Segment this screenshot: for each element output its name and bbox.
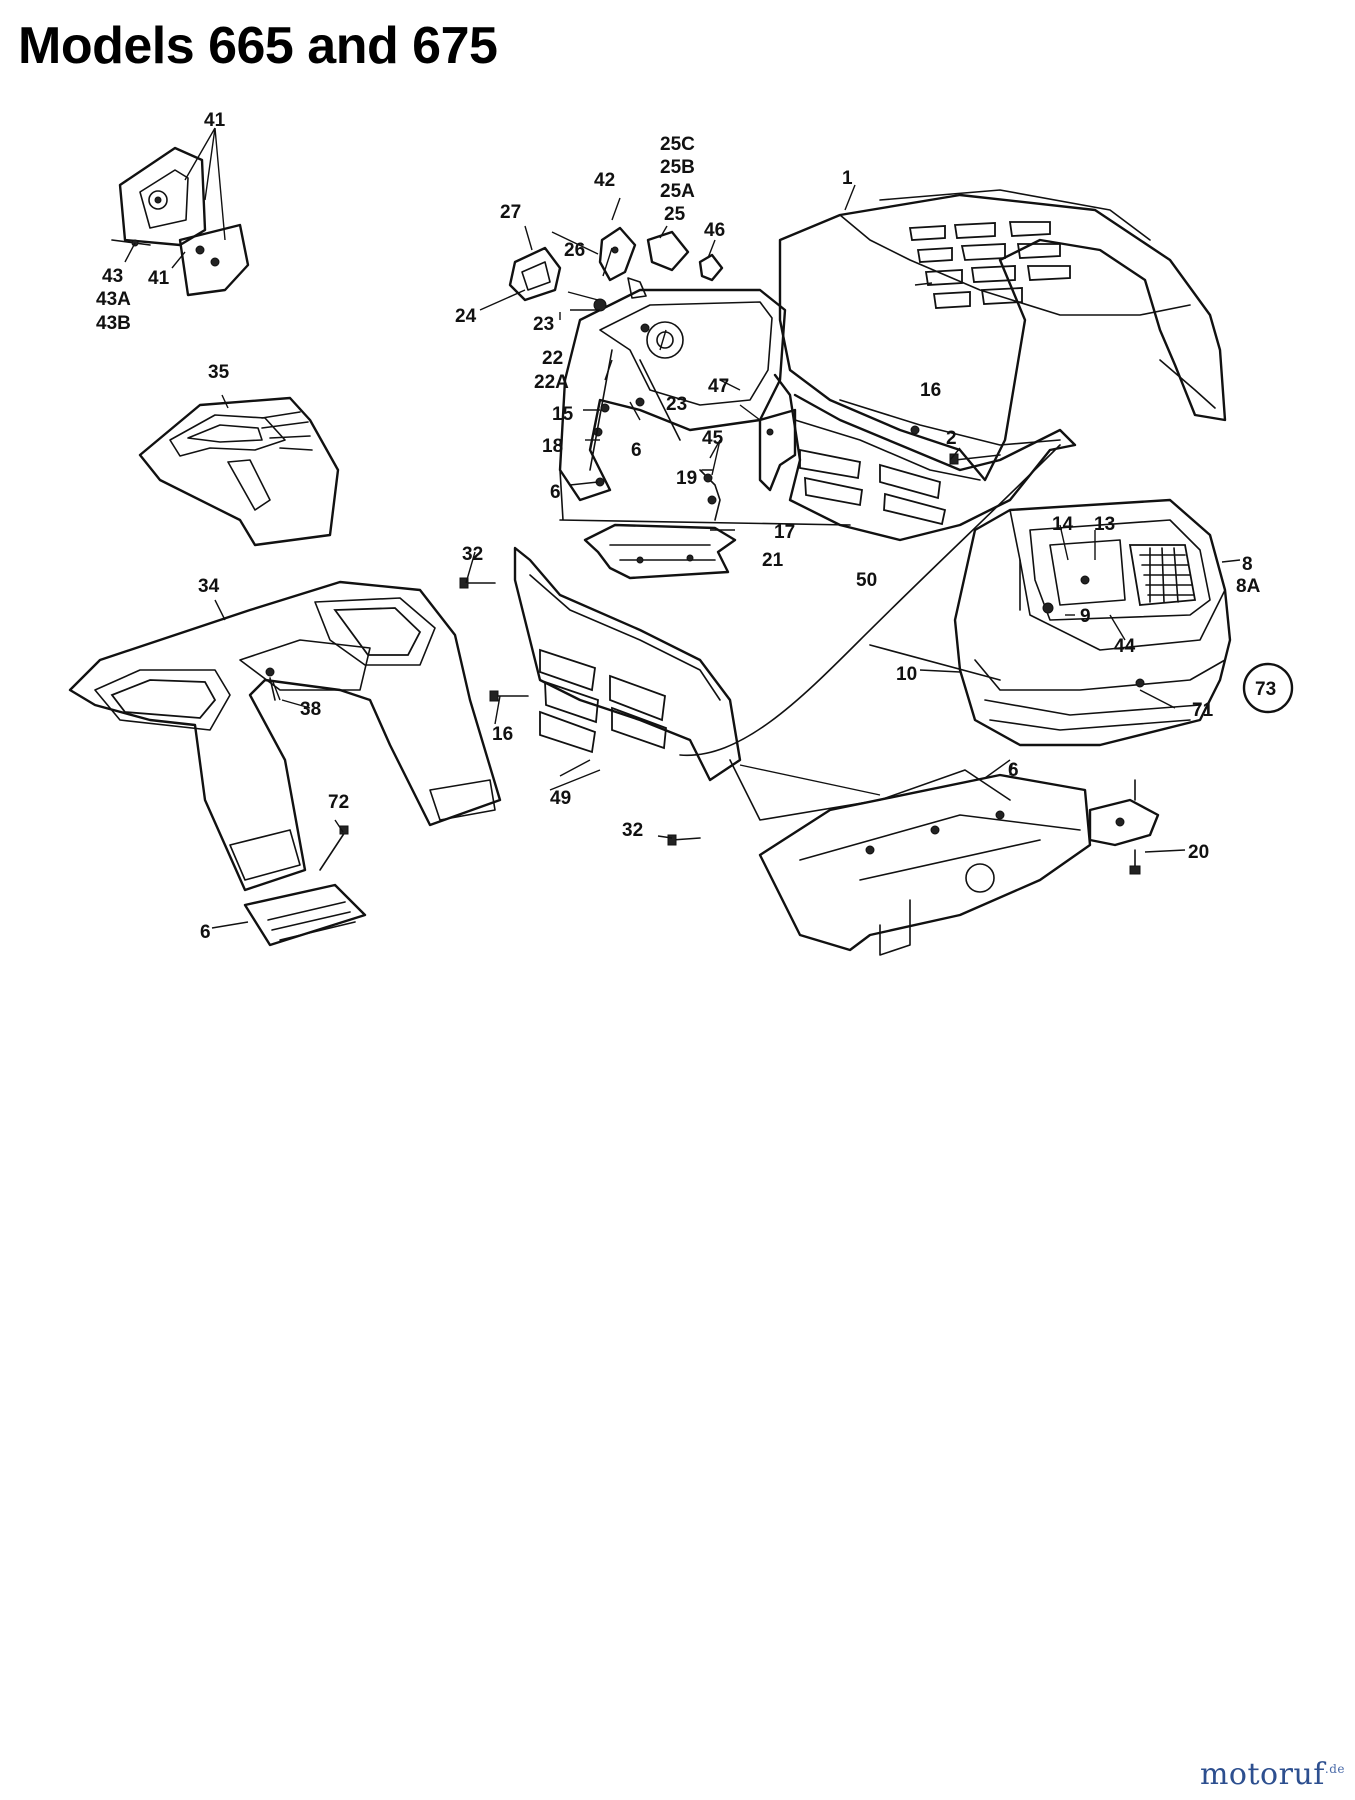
callout-20: 20 [1188, 842, 1209, 863]
callout-15: 15 [552, 404, 574, 425]
callout-6-step: 6 [200, 922, 211, 943]
diagram-title: Models 665 and 675 [18, 17, 498, 75]
part-lift-bracket [111, 146, 250, 297]
callout-73: 73 [1255, 679, 1276, 700]
callout-38: 38 [300, 699, 321, 720]
part-front-frame [758, 773, 1160, 956]
part-front-grille [953, 498, 1232, 747]
callout-8: 8 [1242, 554, 1253, 575]
callout-18: 18 [542, 436, 563, 457]
watermark-logo: motoruf.de [1200, 1757, 1345, 1792]
part-step-plate [243, 883, 367, 947]
callout-17: 17 [774, 522, 795, 543]
callout-25: 25 [664, 204, 686, 225]
callout-labels: 41 43 41 43A 43B 35 34 38 72 6 27 42 25C… [96, 110, 1261, 943]
leaders-41-43 [124, 127, 226, 269]
callout-6-frame: 6 [1008, 760, 1019, 781]
part-console-hardware [593, 226, 724, 312]
part-rear-panel [138, 396, 340, 547]
callout-41-bottom: 41 [148, 268, 170, 289]
callout-49: 49 [550, 788, 571, 809]
callout-32-bottom: 32 [622, 820, 643, 841]
part-support-plate [583, 523, 737, 580]
callout-44: 44 [1114, 636, 1136, 657]
callout-34: 34 [198, 576, 220, 597]
callout-32-top: 32 [462, 544, 483, 565]
callout-25A: 25A [660, 181, 695, 202]
callout-1: 1 [842, 168, 853, 189]
callout-26: 26 [564, 240, 585, 261]
callout-46: 46 [704, 220, 725, 241]
callout-16-top: 16 [920, 380, 941, 401]
part-frame-outline [559, 444, 1061, 821]
callout-21: 21 [762, 550, 784, 571]
callout-10: 10 [896, 664, 917, 685]
callout-2: 2 [946, 428, 957, 449]
watermark-tld: .de [1324, 1762, 1345, 1776]
callout-50: 50 [856, 570, 877, 591]
callout-22: 22 [542, 348, 563, 369]
part-hood [778, 189, 1227, 482]
callout-47: 47 [708, 376, 729, 397]
part-switch [508, 246, 562, 302]
callout-6-left: 6 [550, 482, 561, 503]
callout-8A: 8A [1236, 576, 1261, 597]
callout-72: 72 [328, 792, 349, 813]
callout-9: 9 [1080, 606, 1091, 627]
watermark-name: motoruf [1199, 1757, 1325, 1792]
callout-27: 27 [500, 202, 521, 223]
callout-45: 45 [702, 428, 724, 449]
part-dash-console [558, 288, 787, 502]
callout-19: 19 [676, 468, 697, 489]
hardware-bolts [265, 403, 1141, 875]
callout-13: 13 [1094, 514, 1115, 535]
callout-6-dash: 6 [631, 440, 642, 461]
callout-23-mid: 23 [666, 394, 687, 415]
callout-41-top: 41 [204, 110, 226, 131]
callout-71: 71 [1192, 700, 1214, 721]
callout-43A: 43A [96, 289, 131, 310]
callout-16-bottom: 16 [492, 724, 513, 745]
callout-14: 14 [1052, 514, 1074, 535]
callout-23-top: 23 [533, 314, 554, 335]
callout-42: 42 [594, 170, 615, 191]
part-rear-fender [68, 580, 502, 892]
leader-lines [211, 184, 1241, 929]
callout-24: 24 [455, 306, 477, 327]
callout-43: 43 [102, 266, 123, 287]
callout-35: 35 [208, 362, 230, 383]
callout-22A: 22A [534, 372, 569, 393]
reference-73-circle: 73 [1242, 662, 1294, 714]
callout-43B: 43B [96, 313, 131, 334]
callout-25B: 25B [660, 157, 695, 178]
part-front-side-panel [513, 546, 742, 782]
callout-25C: 25C [660, 134, 695, 155]
